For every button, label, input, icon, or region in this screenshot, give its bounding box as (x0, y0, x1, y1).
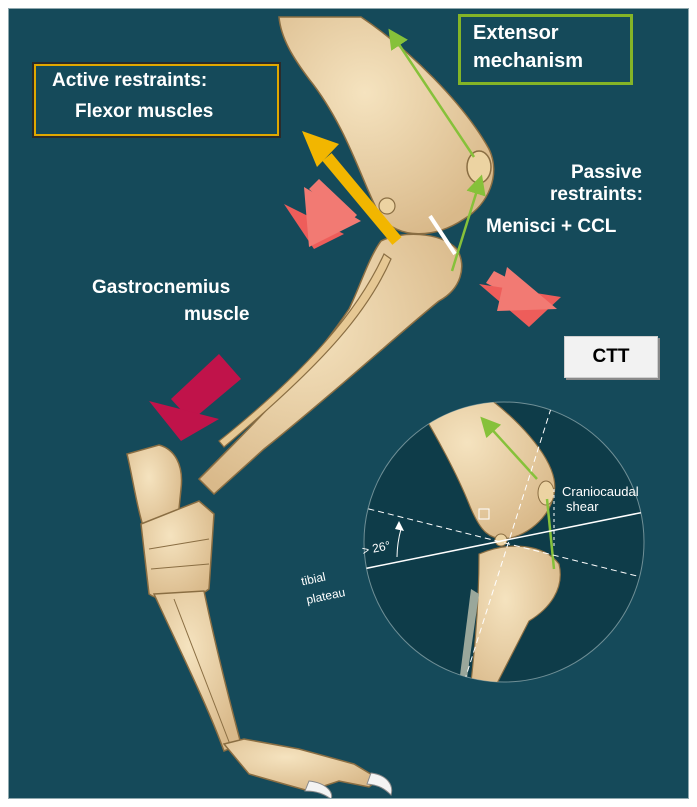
active-restraints-label: Active restraints: (52, 71, 207, 91)
patella (467, 151, 491, 183)
craniocaudal-label: Craniocaudal (562, 484, 639, 499)
gastrocnemius-label: Gastrocnemius (92, 278, 230, 298)
inset-circle (289, 391, 674, 714)
phalanges (224, 739, 379, 791)
claw (367, 773, 392, 795)
metatarsals (154, 591, 241, 751)
ctt-label: CTT (564, 336, 658, 378)
restraints-label: restraints: (550, 185, 643, 205)
shear-label: shear (566, 499, 599, 514)
extensor-label: Extensor (473, 23, 559, 44)
mechanism-label: mechanism (473, 51, 583, 72)
fabella (379, 198, 395, 214)
diagram-frame: Active restraints: Flexor muscles Extens… (8, 8, 689, 799)
gastrocnemius-arrow (149, 354, 241, 441)
passive-label: Passive (571, 163, 642, 183)
muscle-label: muscle (184, 305, 249, 325)
force-arrow-ctt (479, 267, 561, 327)
flexor-muscles-label: Flexor muscles (75, 102, 213, 122)
menisci-ccl-label: Menisci + CCL (486, 217, 616, 237)
